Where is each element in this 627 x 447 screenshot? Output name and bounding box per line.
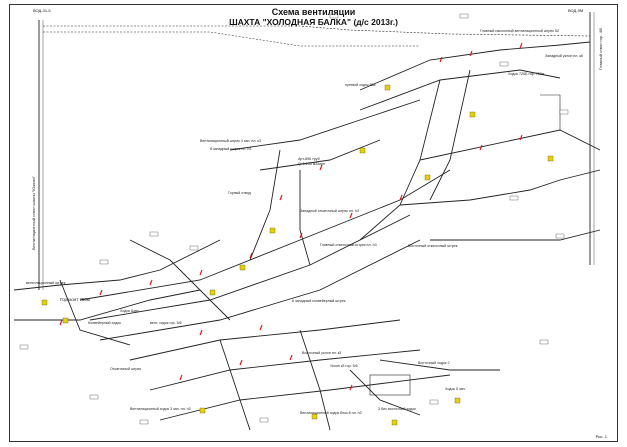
lower-drift-2 bbox=[149, 349, 421, 391]
figure-number: Рис. 1 bbox=[595, 434, 607, 439]
label-travel-way: путевой ходок 888 bbox=[345, 83, 376, 87]
label-west-haulage: Западный откаточный штрек пл. h3 bbox=[300, 209, 360, 213]
label-main-vent-drift: Главный наклонный вентиляционный штрек 5… bbox=[480, 29, 560, 33]
main-drift-diagonal bbox=[79, 169, 451, 301]
label-west-incline: Западный уклон пл. к6 bbox=[545, 54, 583, 58]
label-vent-way-3w: Вентиляционный ходок 3 зап. пл. h3 bbox=[130, 407, 191, 411]
lower-drift bbox=[129, 319, 401, 361]
left-branch bbox=[59, 279, 131, 346]
label-main-haulage: Главный откаточный штрек пл. h3 bbox=[320, 243, 377, 247]
right-shaft-label: Главный ствол гор. 4/5 bbox=[598, 27, 603, 70]
drawing-frame bbox=[9, 4, 618, 442]
lower-right-branch-2 bbox=[379, 359, 500, 371]
label-way-750: Ходок 7Z0Б гор. 750м bbox=[508, 72, 545, 76]
right-box bbox=[540, 94, 561, 130]
yellow-station-markers bbox=[41, 84, 554, 426]
label-way-5w: Ходок 5 зап. bbox=[445, 387, 466, 391]
branch-middle-2 bbox=[299, 170, 311, 266]
label-east-way-2: Восточный ходок 2 bbox=[418, 361, 450, 365]
gauge-boxes bbox=[19, 13, 569, 425]
label-vent-way-block8: Вентиляционный ходок блок 8 пл. h3 bbox=[300, 411, 362, 415]
label-flow-q: Q=1.254 м3/мин bbox=[298, 162, 325, 166]
label-mining-allotment: Горный отвод bbox=[228, 191, 251, 195]
main-drift-diagonal-2 bbox=[89, 214, 411, 321]
incline-right bbox=[359, 79, 441, 241]
label-8w-drift: 8 западный штрек пл. h3 bbox=[210, 147, 252, 151]
label-way-8w: Ходок 8зап bbox=[120, 309, 139, 313]
lower-right-drift bbox=[430, 229, 601, 241]
red-airflow-marks bbox=[59, 42, 523, 391]
upper-middle-2 bbox=[259, 139, 381, 171]
branch-middle bbox=[249, 149, 281, 261]
label-vent-drift-4w: Вентиляционный штрек 4 зап. пл. к3 bbox=[200, 139, 261, 143]
label-east-haulage: Восточный откаточный штрек bbox=[408, 244, 458, 248]
lower-incline-2 bbox=[299, 329, 331, 431]
mine-title: ШАХТА "ХОЛОДНАЯ БАЛКА" (д/с 2013г.) bbox=[229, 17, 398, 27]
lower-box bbox=[369, 374, 411, 396]
label-haulage-drift: Откаточный штрек bbox=[110, 367, 142, 371]
label-art-896: Арт-896 труб bbox=[298, 157, 320, 161]
main-workings bbox=[13, 12, 601, 431]
label-horizon-750: Горизонт 750м bbox=[60, 297, 90, 302]
tag-top-right: ВОД-9М bbox=[568, 8, 584, 13]
lower-right-branch bbox=[349, 369, 421, 416]
label-3bis-east: 3 бис восточный ходок bbox=[378, 407, 416, 411]
label-east-incline: Восточный уклон пл. к3 bbox=[302, 351, 342, 355]
main-drift-upper bbox=[359, 41, 591, 91]
upper-middle bbox=[229, 99, 421, 151]
left-drift-2 bbox=[14, 289, 201, 321]
label-vent-drift: вентиляционный штрек bbox=[26, 281, 66, 285]
left-inclines bbox=[129, 239, 231, 321]
cross-drift-2 bbox=[399, 169, 601, 206]
main-drift-upper-2 bbox=[359, 69, 561, 111]
lower-incline bbox=[219, 339, 251, 431]
tag-top-left: ВОД-31-5 bbox=[33, 8, 51, 13]
incline-right-2 bbox=[429, 69, 471, 201]
left-drift bbox=[13, 239, 221, 291]
left-shaft-label: Вентиляционный ствол шахты "Южная" bbox=[31, 176, 36, 250]
label-incline-k3: Уклон к3 гор. 5/6 bbox=[330, 364, 358, 368]
scheme-title: Схема вентиляции bbox=[271, 7, 356, 17]
label-8w-conveyor: 8 западный конвейерный штрек bbox=[292, 299, 346, 303]
label-conveyor-way: Конвейерный ходок bbox=[88, 321, 121, 325]
label-vent-way-56: вент. ходок гор. 5/6 bbox=[150, 321, 182, 325]
main-drift-diagonal-3 bbox=[99, 239, 421, 341]
